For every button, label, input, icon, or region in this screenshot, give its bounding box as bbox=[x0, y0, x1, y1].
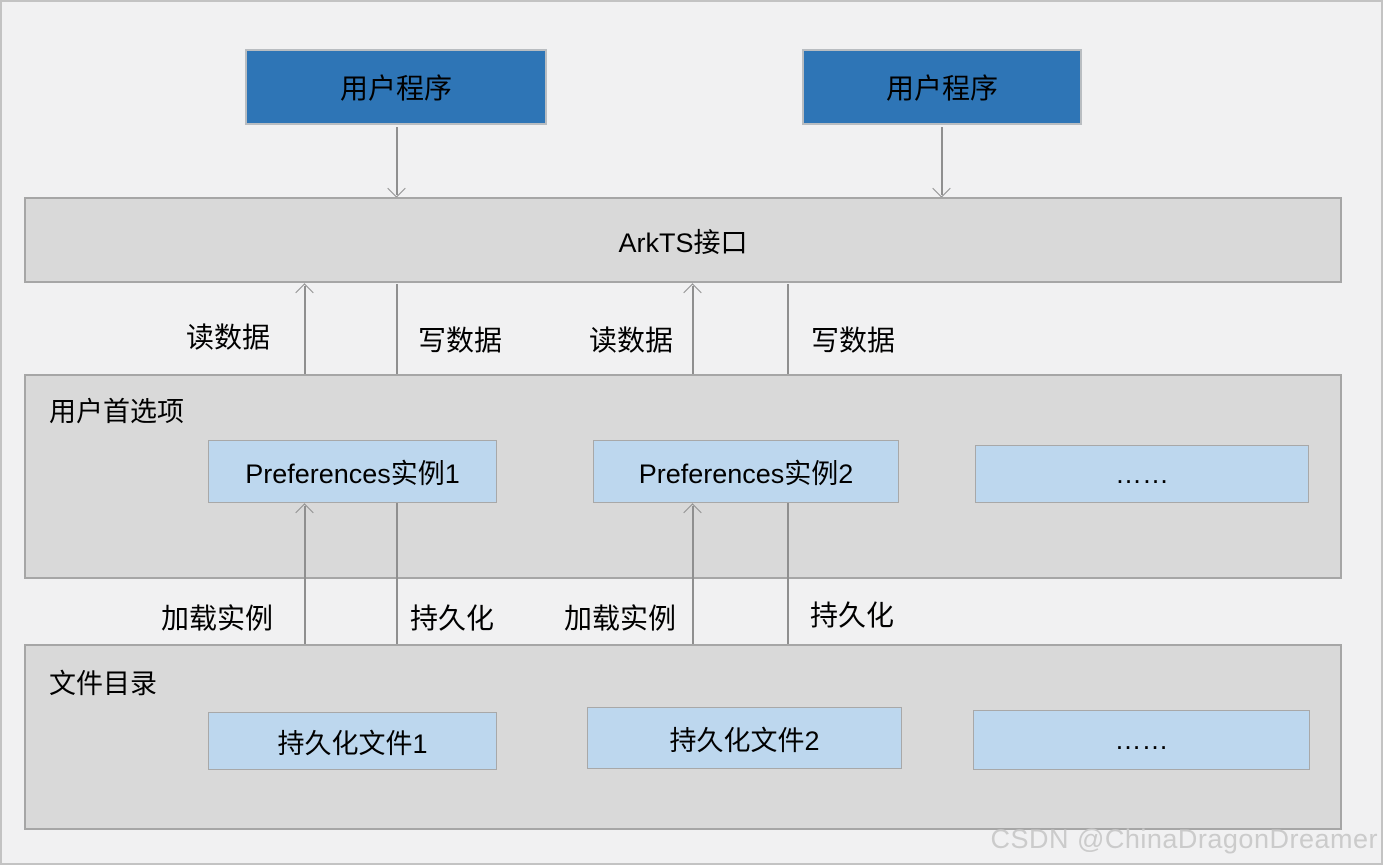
flow-label-read-1: 读数据 bbox=[185, 322, 271, 353]
arrow-head-up-icon bbox=[683, 503, 702, 522]
persistence-file-more-label: …… bbox=[1114, 724, 1169, 755]
arrow-line bbox=[692, 286, 694, 438]
arrow-line bbox=[396, 127, 398, 195]
flow-label-read-2: 读数据 bbox=[588, 325, 674, 356]
arrow-up-file1-to-pref1 bbox=[295, 503, 314, 712]
arrow-head-up-icon bbox=[295, 283, 314, 302]
arrow-head-down-icon bbox=[387, 179, 406, 198]
preferences-instance-2-label: Preferences实例2 bbox=[638, 459, 854, 489]
arrow-line bbox=[787, 284, 789, 437]
arrow-line bbox=[304, 506, 306, 712]
persistence-file-1: 持久化文件1 bbox=[208, 712, 497, 770]
preferences-instance-more: …… bbox=[975, 445, 1309, 503]
preferences-container-title: 用户首选项 bbox=[49, 397, 184, 427]
arrow-head-up-icon bbox=[683, 283, 702, 302]
arrow-down-arkts-to-pref2 bbox=[778, 284, 797, 440]
arrow-line bbox=[787, 503, 789, 707]
arrow-down-arkts-to-pref1 bbox=[387, 284, 406, 440]
preferences-instance-1: Preferences实例1 bbox=[208, 440, 497, 503]
arrow-down-pref1-to-file1 bbox=[387, 503, 406, 712]
preferences-instance-2: Preferences实例2 bbox=[593, 440, 899, 503]
arrow-head-down-icon bbox=[932, 179, 951, 198]
app-box-1: 用户程序 bbox=[245, 49, 547, 125]
flow-label-load-1: 加载实例 bbox=[160, 603, 274, 634]
preferences-instance-more-label: …… bbox=[1115, 458, 1169, 489]
persistence-file-2: 持久化文件2 bbox=[587, 707, 902, 769]
flow-label-write-2: 写数据 bbox=[810, 325, 896, 356]
csdn-watermark: CSDN @ChinaDragonDreamer bbox=[990, 824, 1378, 854]
arkts-interface-bar: ArkTS接口 bbox=[24, 197, 1342, 283]
arrow-line bbox=[396, 284, 398, 437]
arrow-up-pref1-to-arkts bbox=[295, 283, 314, 438]
flow-label-persist-2: 持久化 bbox=[809, 600, 895, 631]
arrow-down-app1-to-arkts bbox=[387, 127, 406, 198]
files-container-title: 文件目录 bbox=[49, 669, 157, 699]
arrow-up-pref2-to-arkts bbox=[683, 283, 702, 438]
arrow-head-up-icon bbox=[295, 503, 314, 522]
arkts-interface-label: ArkTS接口 bbox=[618, 227, 748, 258]
arrow-line bbox=[692, 506, 694, 707]
arrow-down-pref2-to-file2 bbox=[778, 503, 797, 710]
arrow-line bbox=[304, 286, 306, 438]
arrow-line bbox=[396, 503, 398, 709]
arrow-down-app2-to-arkts bbox=[932, 127, 951, 198]
flow-label-load-2: 加载实例 bbox=[563, 603, 677, 634]
persistence-file-1-label: 持久化文件1 bbox=[277, 728, 428, 759]
persistence-file-2-label: 持久化文件2 bbox=[669, 725, 820, 756]
flow-label-persist-1: 持久化 bbox=[409, 603, 495, 634]
arrow-line bbox=[941, 127, 943, 195]
app-box-2: 用户程序 bbox=[802, 49, 1082, 125]
flow-label-write-1: 写数据 bbox=[417, 325, 503, 356]
persistence-file-more: …… bbox=[973, 710, 1310, 770]
preferences-instance-1-label: Preferences实例1 bbox=[245, 459, 460, 489]
arrow-up-file2-to-pref2 bbox=[683, 503, 702, 707]
app-box-1-label: 用户程序 bbox=[339, 73, 452, 104]
app-box-2-label: 用户程序 bbox=[885, 73, 998, 104]
